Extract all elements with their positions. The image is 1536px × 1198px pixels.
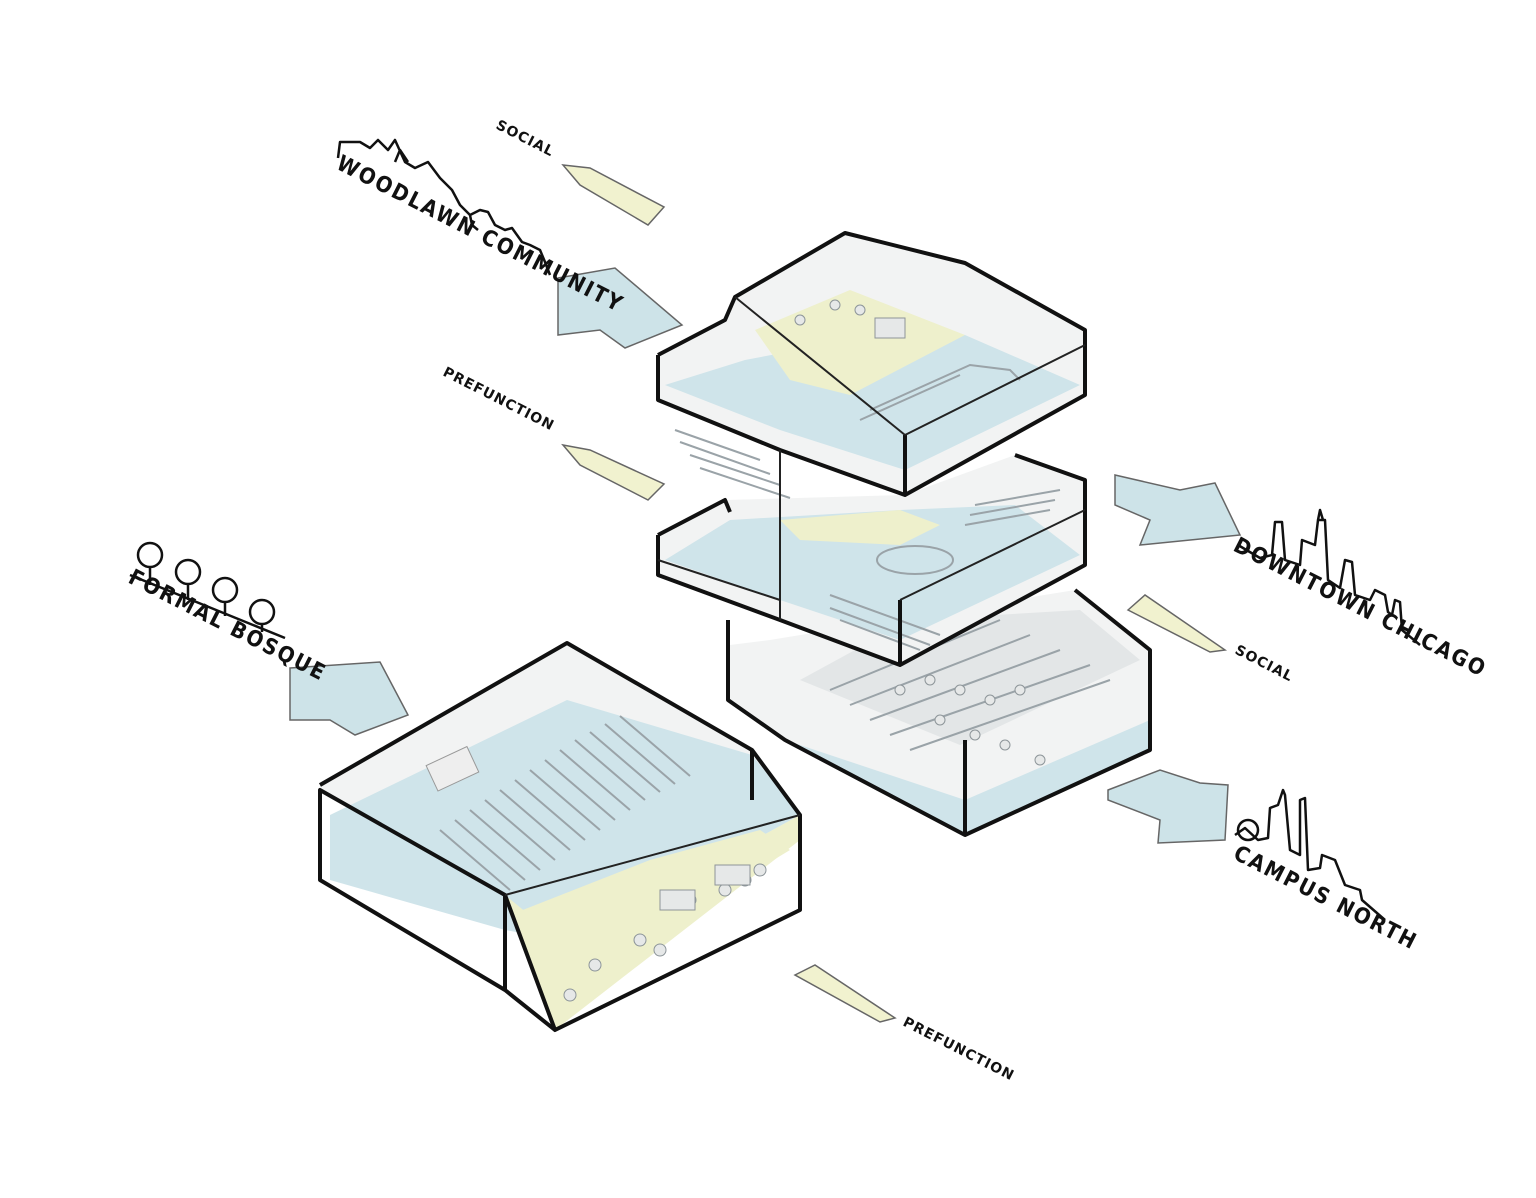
arrow-prefunction-bottom bbox=[793, 964, 897, 1023]
arrow-to-formal-bosque bbox=[289, 661, 410, 736]
campus-north-skyline-icon bbox=[1234, 788, 1386, 921]
formal-bosque-trees-icon bbox=[129, 541, 286, 640]
label-prefunction-left: PREFUNCTION bbox=[440, 364, 557, 434]
label-social-top: SOCIAL bbox=[493, 117, 557, 160]
ballroom-seating bbox=[439, 715, 691, 891]
arrow-to-campus-north bbox=[1107, 769, 1229, 844]
arrow-to-woodlawn bbox=[557, 267, 684, 349]
tower-level-auditorium bbox=[726, 588, 1152, 837]
arrow-social-top bbox=[561, 164, 666, 226]
arrow-to-downtown bbox=[1114, 474, 1242, 546]
arrows bbox=[289, 164, 1242, 1023]
tower bbox=[656, 231, 1152, 837]
label-social-right: SOCIAL bbox=[1232, 642, 1296, 685]
label-prefunction-bottom: PREFUNCTION bbox=[900, 1014, 1017, 1084]
arrow-prefunction-left bbox=[561, 443, 666, 501]
tower-level-middle bbox=[656, 453, 1087, 667]
label-formal-bosque: FORMAL BOSQUE bbox=[124, 565, 330, 687]
arrow-social-right bbox=[1126, 594, 1228, 653]
woodlawn-skyline-icon bbox=[336, 138, 552, 276]
downtown-skyline-icon bbox=[1237, 508, 1421, 646]
tower-level-top bbox=[656, 231, 1087, 620]
ballroom-building bbox=[318, 641, 802, 1032]
label-campus-north: CAMPUS NORTH bbox=[1229, 841, 1421, 955]
